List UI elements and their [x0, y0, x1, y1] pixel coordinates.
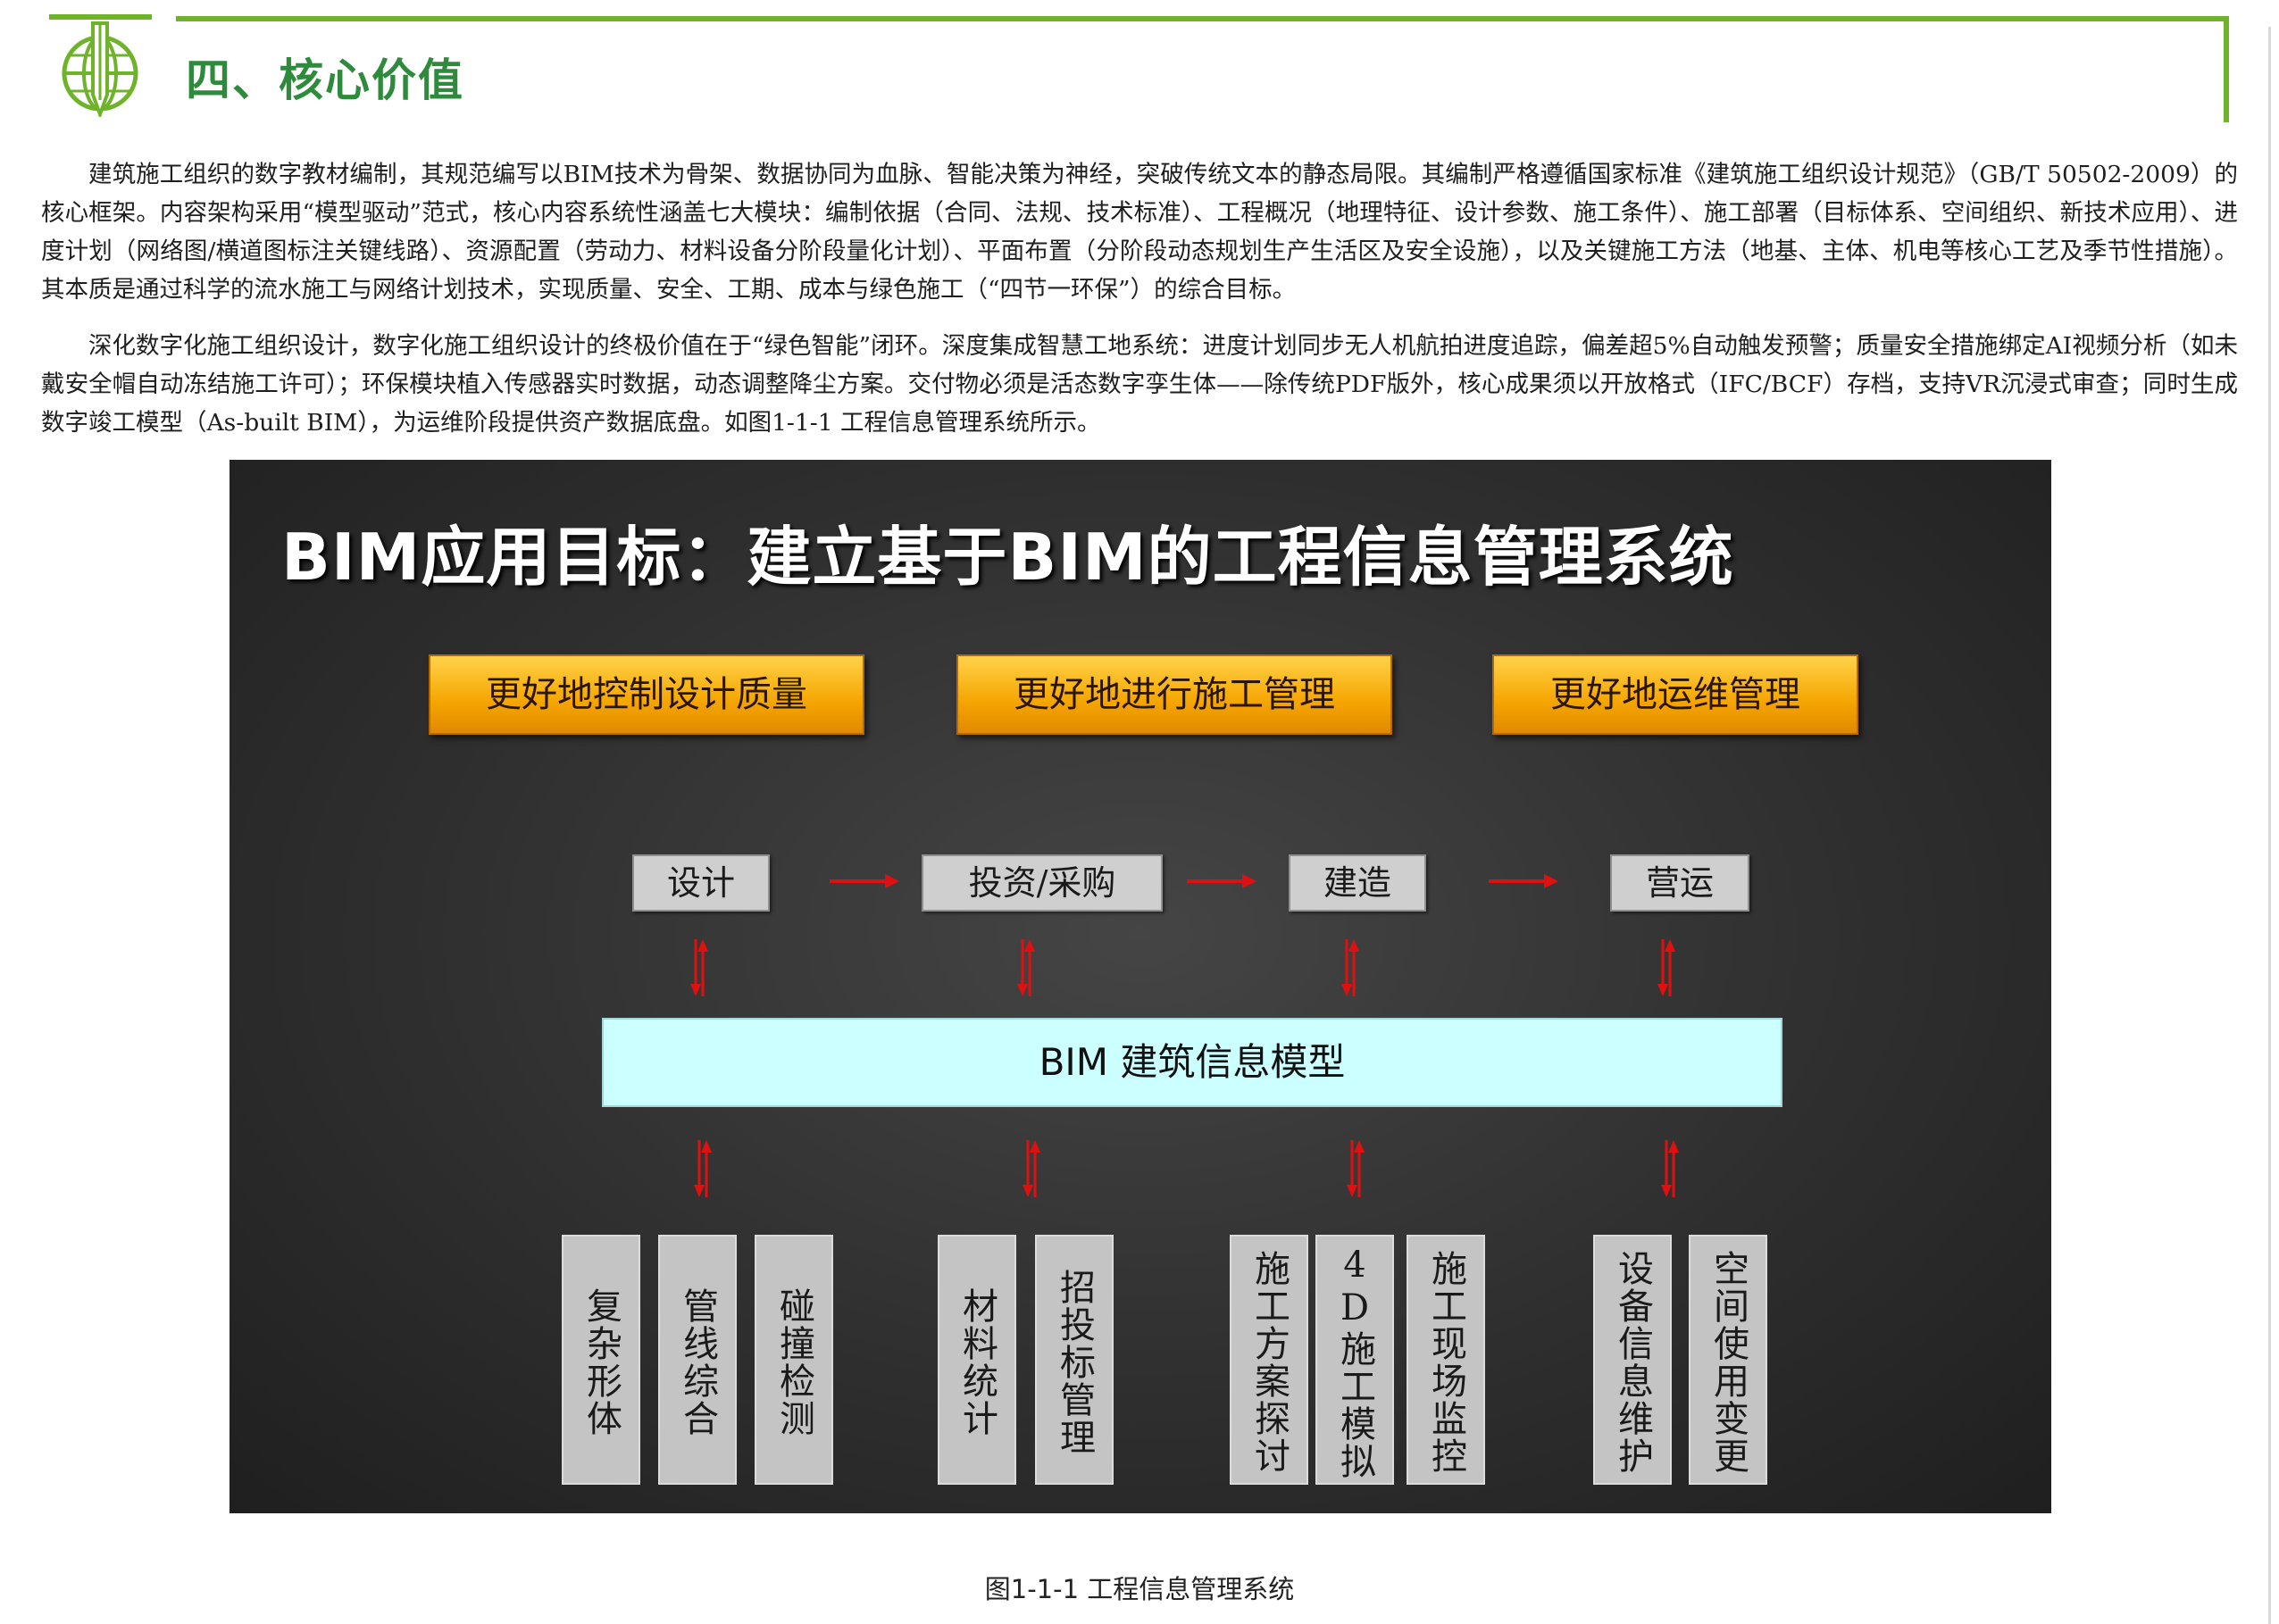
bidirectional-arrow-icon	[694, 1140, 712, 1197]
bidirectional-arrow-icon	[1341, 939, 1359, 996]
goal-operation-management: 更好地运维管理	[1492, 654, 1858, 735]
figure-title: BIM应用目标：建立基于BIM的工程信息管理系统	[281, 520, 1734, 595]
header-rule-top	[176, 16, 2229, 21]
stage-design: 设计	[632, 854, 770, 912]
section-title: 四、核心价值	[186, 54, 464, 106]
app-complex-form: 复杂形体	[562, 1235, 640, 1485]
goal-construction-management: 更好地进行施工管理	[956, 654, 1392, 735]
arrow-right-icon	[1489, 874, 1558, 888]
bim-system-figure: BIM应用目标：建立基于BIM的工程信息管理系统 更好地控制设计质量 更好地进行…	[230, 460, 2051, 1513]
app-clash-detection: 碰撞检测	[755, 1235, 833, 1485]
body-paragraph: 深化数字化施工组织设计，数字化施工组织设计的终极价值在于“绿色智能”闭环。深度集…	[41, 332, 2238, 437]
arrow-right-icon	[830, 874, 899, 888]
globe-pen-logo-icon	[49, 14, 152, 117]
body-paragraph: 建筑施工组织的数字教材编制，其规范编写以BIM技术为骨架、数据协同为血脉、智能决…	[41, 161, 2238, 304]
bidirectional-arrow-icon	[1017, 939, 1035, 996]
app-space-change: 空间使用变更	[1689, 1235, 1767, 1485]
bidirectional-arrow-icon	[1023, 1140, 1040, 1197]
app-site-monitoring: 施工现场监控	[1407, 1235, 1485, 1485]
header-rule-right	[2224, 16, 2229, 122]
arrow-right-icon	[1187, 874, 1256, 888]
stage-construction: 建造	[1289, 854, 1426, 912]
bidirectional-arrow-icon	[1661, 1140, 1679, 1197]
stage-operation: 营运	[1610, 854, 1749, 912]
app-pipeline-integration: 管线综合	[658, 1235, 737, 1485]
goal-design-quality: 更好地控制设计质量	[429, 654, 864, 735]
app-bidding-management: 招投标管理	[1035, 1235, 1114, 1485]
bim-model-bar: BIM 建筑信息模型	[602, 1018, 1782, 1107]
app-4d-simulation: 4D施工模拟	[1315, 1235, 1394, 1485]
bidirectional-arrow-icon	[1347, 1140, 1365, 1197]
bidirectional-arrow-icon	[690, 939, 708, 996]
app-equipment-maintenance: 设备信息维护	[1593, 1235, 1672, 1485]
app-construction-plan: 施工方案探讨	[1230, 1235, 1308, 1485]
page-edge-rule	[2268, 27, 2271, 1624]
bidirectional-arrow-icon	[1657, 939, 1675, 996]
stage-investment-procurement: 投资/采购	[922, 854, 1163, 912]
figure-caption: 图1-1-1 工程信息管理系统	[984, 1574, 1295, 1604]
app-material-statistics: 材料统计	[938, 1235, 1016, 1485]
